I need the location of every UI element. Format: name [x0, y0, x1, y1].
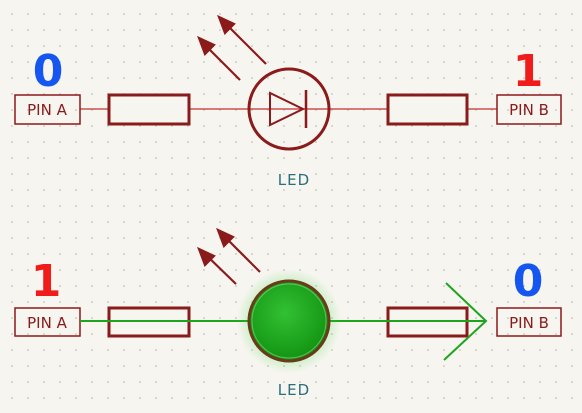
pin-b-label-bottom: PIN B [509, 314, 549, 332]
pin-b-logic-bottom: 0 [513, 256, 544, 307]
pin-a-bottom[interactable]: PIN A [14, 307, 81, 337]
pin-a-label-bottom: PIN A [27, 314, 67, 332]
led-label-top: LED [278, 171, 310, 189]
pin-b-top[interactable]: PIN B [496, 94, 562, 125]
resistor-left-top[interactable] [107, 93, 191, 126]
pin-a-top[interactable]: PIN A [14, 94, 81, 125]
led-label-bottom: LED [278, 381, 310, 399]
circuit-top: 0 1 PIN A PIN B [14, 14, 562, 189]
light-arrows-icon [197, 227, 261, 285]
pin-b-logic-top: 1 [513, 46, 544, 97]
circuit-bottom: 1 0 PIN A PIN B [14, 227, 562, 399]
light-arrows-icon [197, 14, 267, 81]
pin-b-bottom[interactable]: PIN B [496, 307, 562, 337]
resistor-right-top[interactable] [386, 93, 469, 126]
pin-a-logic-bottom: 1 [31, 256, 62, 307]
pin-b-label-top: PIN B [509, 101, 549, 119]
led-off[interactable] [247, 67, 331, 151]
pin-a-label-top: PIN A [27, 101, 67, 119]
led-on[interactable] [237, 269, 341, 373]
pin-a-logic-top: 0 [33, 46, 64, 97]
current-arrow-icon [443, 282, 488, 361]
diode-icon [269, 90, 308, 128]
